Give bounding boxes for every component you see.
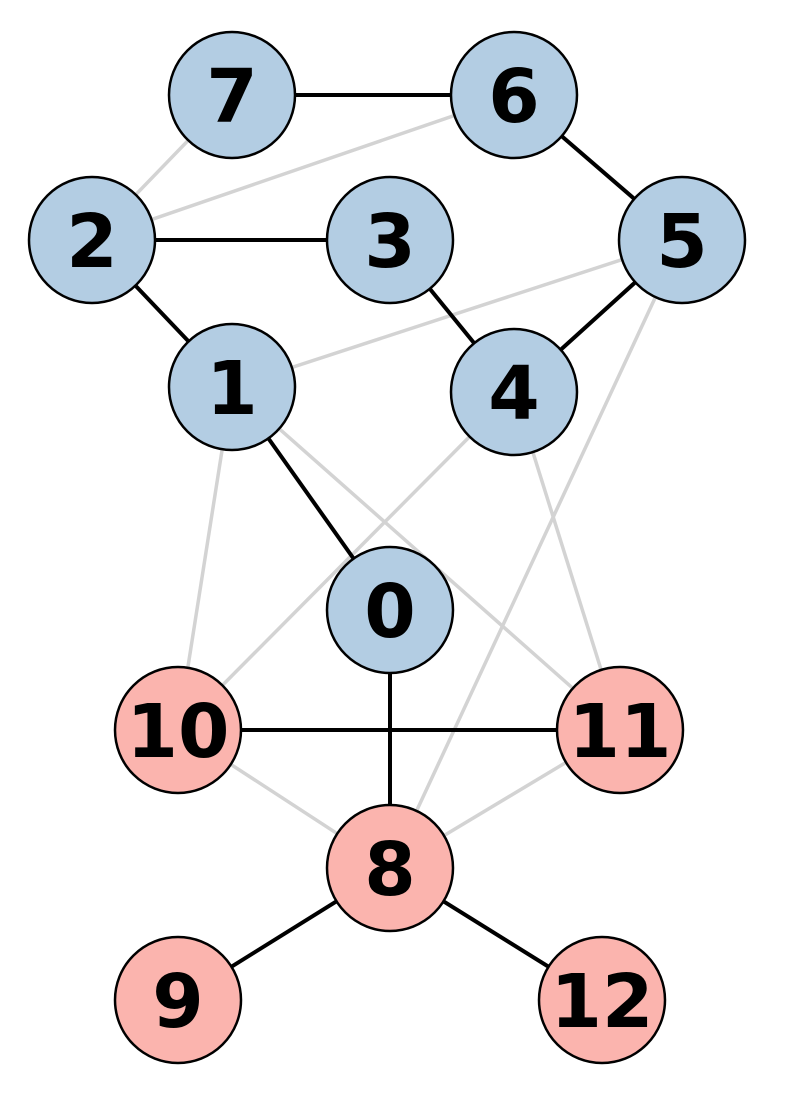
node-circle-8: [325, 803, 455, 933]
edge-6-2: [91, 93, 515, 242]
node-0: 0: [325, 545, 455, 675]
node-label-10: 10: [127, 689, 230, 775]
node-circle-1: [167, 322, 297, 452]
node-circle-9: [113, 935, 243, 1065]
node-label-12: 12: [551, 959, 654, 1045]
node-label-5: 5: [656, 199, 708, 285]
node-6: 6: [449, 30, 579, 160]
node-2: 2: [27, 175, 157, 305]
node-circle-4: [449, 327, 579, 457]
node-12: 12: [537, 935, 667, 1065]
node-circle-7: [167, 30, 297, 160]
node-11: 11: [555, 665, 685, 795]
node-label-7: 7: [206, 54, 258, 140]
edge-4-10: [176, 390, 516, 732]
node-label-4: 4: [488, 351, 540, 437]
node-4: 4: [449, 327, 579, 457]
edge-5-1: [231, 238, 683, 389]
node-label-3: 3: [364, 199, 416, 285]
node-9: 9: [113, 935, 243, 1065]
node-circle-2: [27, 175, 157, 305]
node-circle-5: [617, 175, 747, 305]
node-label-1: 1: [206, 346, 258, 432]
node-label-2: 2: [66, 199, 118, 285]
edge-5-8: [388, 239, 684, 869]
node-7: 7: [167, 30, 297, 160]
node-circle-0: [325, 545, 455, 675]
node-10: 10: [113, 665, 243, 795]
node-8: 8: [325, 803, 455, 933]
node-circle-6: [449, 30, 579, 160]
node-label-8: 8: [364, 827, 416, 913]
node-label-6: 6: [488, 54, 540, 140]
node-1: 1: [167, 322, 297, 452]
node-label-11: 11: [569, 689, 672, 775]
node-circle-10: [113, 665, 243, 795]
node-circle-12: [537, 935, 667, 1065]
node-5: 5: [617, 175, 747, 305]
node-3: 3: [325, 175, 455, 305]
node-circle-3: [325, 175, 455, 305]
node-label-9: 9: [152, 959, 204, 1045]
node-label-0: 0: [364, 569, 416, 655]
node-circle-11: [555, 665, 685, 795]
